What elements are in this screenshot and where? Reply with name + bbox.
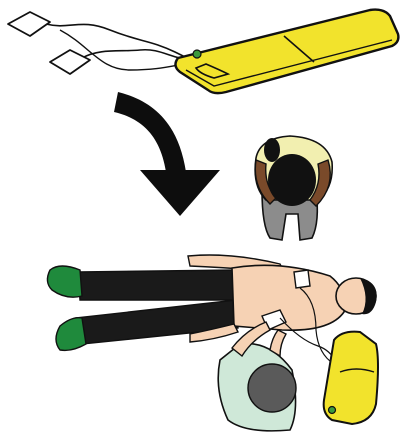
patient-foot: [47, 266, 82, 297]
patient-torso: [232, 265, 345, 330]
rescuer-ponytail: [264, 138, 280, 162]
aed-device-open: [324, 332, 378, 424]
aed-power-button: [329, 407, 336, 414]
rescuer-head-hair: [248, 364, 296, 412]
aed-power-button: [193, 50, 201, 58]
rescuer-kneeling: [255, 136, 332, 240]
patient-leg-upper: [78, 270, 236, 300]
rescuer-head-hair: [268, 154, 316, 206]
electrode-pad: [50, 50, 90, 74]
electrode-pads-group: [8, 12, 200, 74]
patient-foot: [56, 318, 86, 351]
rescuer-applying-pads: [218, 322, 296, 431]
aed-body: [175, 10, 398, 94]
electrode-pad: [8, 12, 50, 36]
rescuer-arm: [270, 330, 286, 356]
arrow-shaft: [114, 92, 186, 172]
curved-arrow: [114, 92, 220, 216]
chest-electrode-pad: [294, 270, 310, 288]
arrow-head: [140, 170, 220, 216]
patient: [47, 255, 376, 350]
aed-device: [175, 10, 398, 94]
